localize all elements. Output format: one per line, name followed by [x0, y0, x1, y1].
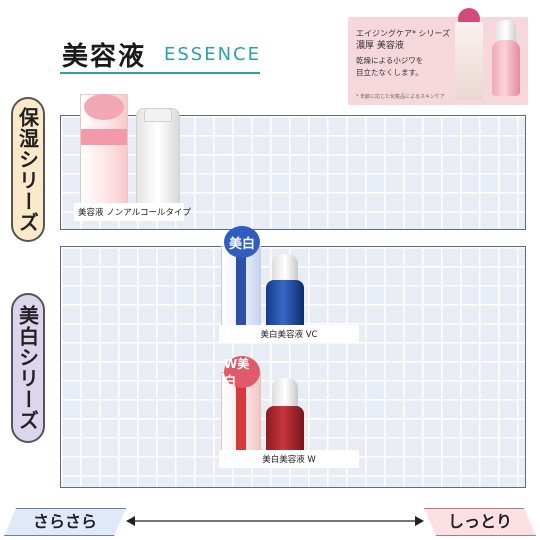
vc-bottle-pump: [272, 254, 298, 284]
box-band: [236, 381, 246, 453]
box-band: [236, 255, 246, 325]
box-band: [81, 129, 127, 145]
page-title: 美容液 ESSENCE: [62, 36, 262, 76]
nonalcohol-product-bottle: [136, 108, 180, 206]
vc-badge: 美白: [224, 226, 260, 258]
product-label-vc: 美白美容液 VC: [219, 325, 359, 343]
nonalcohol-box-badge: [84, 94, 124, 120]
aging-care-text: エイジングケア* シリーズ 濃厚 美容液 乾燥による小ジワを 目立たなくします。: [356, 27, 466, 79]
title-english: ESSENCE: [164, 44, 262, 65]
aging-product-name: 濃厚 美容液: [356, 41, 404, 51]
aging-bottle-pump: [496, 20, 516, 44]
aging-series-label: エイジングケア* シリーズ: [356, 29, 451, 38]
title-japanese: 美容液: [62, 42, 147, 72]
series-label-whitening: 美白シリーズ: [11, 293, 45, 443]
aging-product-box: [455, 22, 483, 100]
scale-light-text: さらさら: [32, 512, 97, 531]
series-label-moisture: 保湿シリーズ: [11, 97, 45, 242]
title-underline: [60, 72, 260, 74]
aging-product-bottle: [492, 40, 520, 96]
aging-note: * 年齢に応じた化粧品によるスキンケア: [356, 94, 445, 100]
series-whitening-text: 美白シリーズ: [15, 305, 40, 431]
series-moisture-text: 保湿シリーズ: [15, 106, 40, 233]
vc-product-box: [221, 246, 261, 326]
double-arrow-icon: [126, 516, 424, 526]
vc-product-bottle: [266, 280, 304, 328]
aging-desc-line1: 乾燥による小ジワを: [356, 56, 424, 65]
scale-light-tag: [4, 508, 126, 536]
product-label-w: 美白美容液 W: [219, 450, 359, 468]
scale-rich-text: しっとり: [447, 512, 512, 531]
scale-rich-tag: [424, 508, 536, 536]
w-bottle-pump: [272, 378, 298, 410]
w-product-bottle: [266, 406, 304, 454]
w-badge: W美白: [224, 356, 260, 388]
aging-desc-line2: 目立たなくします。: [356, 68, 423, 77]
nonalcohol-bottle-cap: [144, 108, 172, 122]
product-label-nonalcohol: 美容液 ノンアルコールタイプ: [74, 203, 191, 221]
